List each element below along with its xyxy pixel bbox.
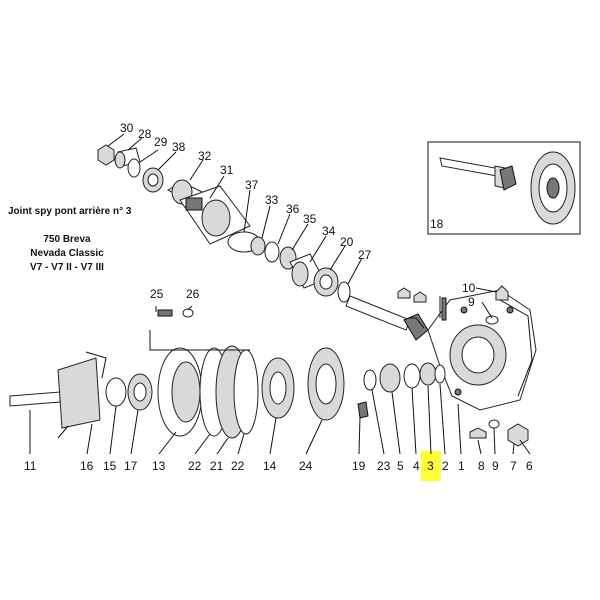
callout-26: 26 <box>186 287 200 301</box>
callout-22-left: 22 <box>188 459 202 473</box>
callout-28: 28 <box>138 127 152 141</box>
part-caption: Joint spy pont arrière n° 3 750 Breva Ne… <box>8 205 158 275</box>
callout-11: 11 <box>24 459 37 473</box>
callout-6: 6 <box>526 459 533 473</box>
upper-pinion-chain <box>97 144 429 341</box>
callout-29: 29 <box>154 135 168 149</box>
highlight-marker <box>421 451 441 481</box>
callout-21: 21 <box>210 459 224 473</box>
callout-5: 5 <box>397 459 404 473</box>
callout-23: 23 <box>377 459 391 473</box>
callout-31: 31 <box>220 163 234 177</box>
callout-7: 7 <box>510 459 517 473</box>
callout-14: 14 <box>263 459 277 473</box>
callout-35: 35 <box>303 212 317 226</box>
callout-15: 15 <box>103 459 117 473</box>
callout-37: 37 <box>245 178 259 192</box>
callout-34: 34 <box>322 224 336 238</box>
callout-27: 27 <box>358 248 372 262</box>
crown-gear <box>530 151 576 225</box>
callout-36: 36 <box>286 202 300 216</box>
callout-30: 30 <box>120 121 134 135</box>
callout-10: 10 <box>462 281 476 295</box>
caption-title: Joint spy pont arrière n° 3 <box>8 206 132 217</box>
final-drive-case <box>397 285 537 447</box>
callout-20: 20 <box>340 235 354 249</box>
callout-4: 4 <box>413 459 420 473</box>
callout-38: 38 <box>172 140 186 154</box>
callout-16: 16 <box>80 459 94 473</box>
callout-13: 13 <box>152 459 166 473</box>
callout-labels: 30 28 29 38 32 31 37 33 36 35 34 20 27 1… <box>24 121 533 473</box>
callout-9-upper: 9 <box>468 295 475 309</box>
callout-18: 18 <box>430 217 444 231</box>
callout-19: 19 <box>352 459 366 473</box>
callout-32: 32 <box>198 149 212 163</box>
callout-25: 25 <box>150 287 164 301</box>
callout-33: 33 <box>265 193 279 207</box>
callout-17: 17 <box>124 459 138 473</box>
callout-2: 2 <box>442 459 449 473</box>
callout-3: 3 <box>427 459 434 473</box>
callout-8: 8 <box>478 459 485 473</box>
callout-24: 24 <box>299 459 313 473</box>
callout-22-right: 22 <box>231 459 245 473</box>
callout-9-lower: 9 <box>492 459 499 473</box>
inset-gear-set <box>427 141 581 235</box>
caption-model-1: 750 Breva <box>43 234 91 245</box>
lower-axle-chain <box>9 308 446 439</box>
leader-lines <box>29 133 531 455</box>
caption-model-2: Nevada Classic <box>30 248 104 259</box>
caption-model-3: V7 - V7 II - V7 III <box>30 262 104 273</box>
callout-1: 1 <box>458 459 465 473</box>
